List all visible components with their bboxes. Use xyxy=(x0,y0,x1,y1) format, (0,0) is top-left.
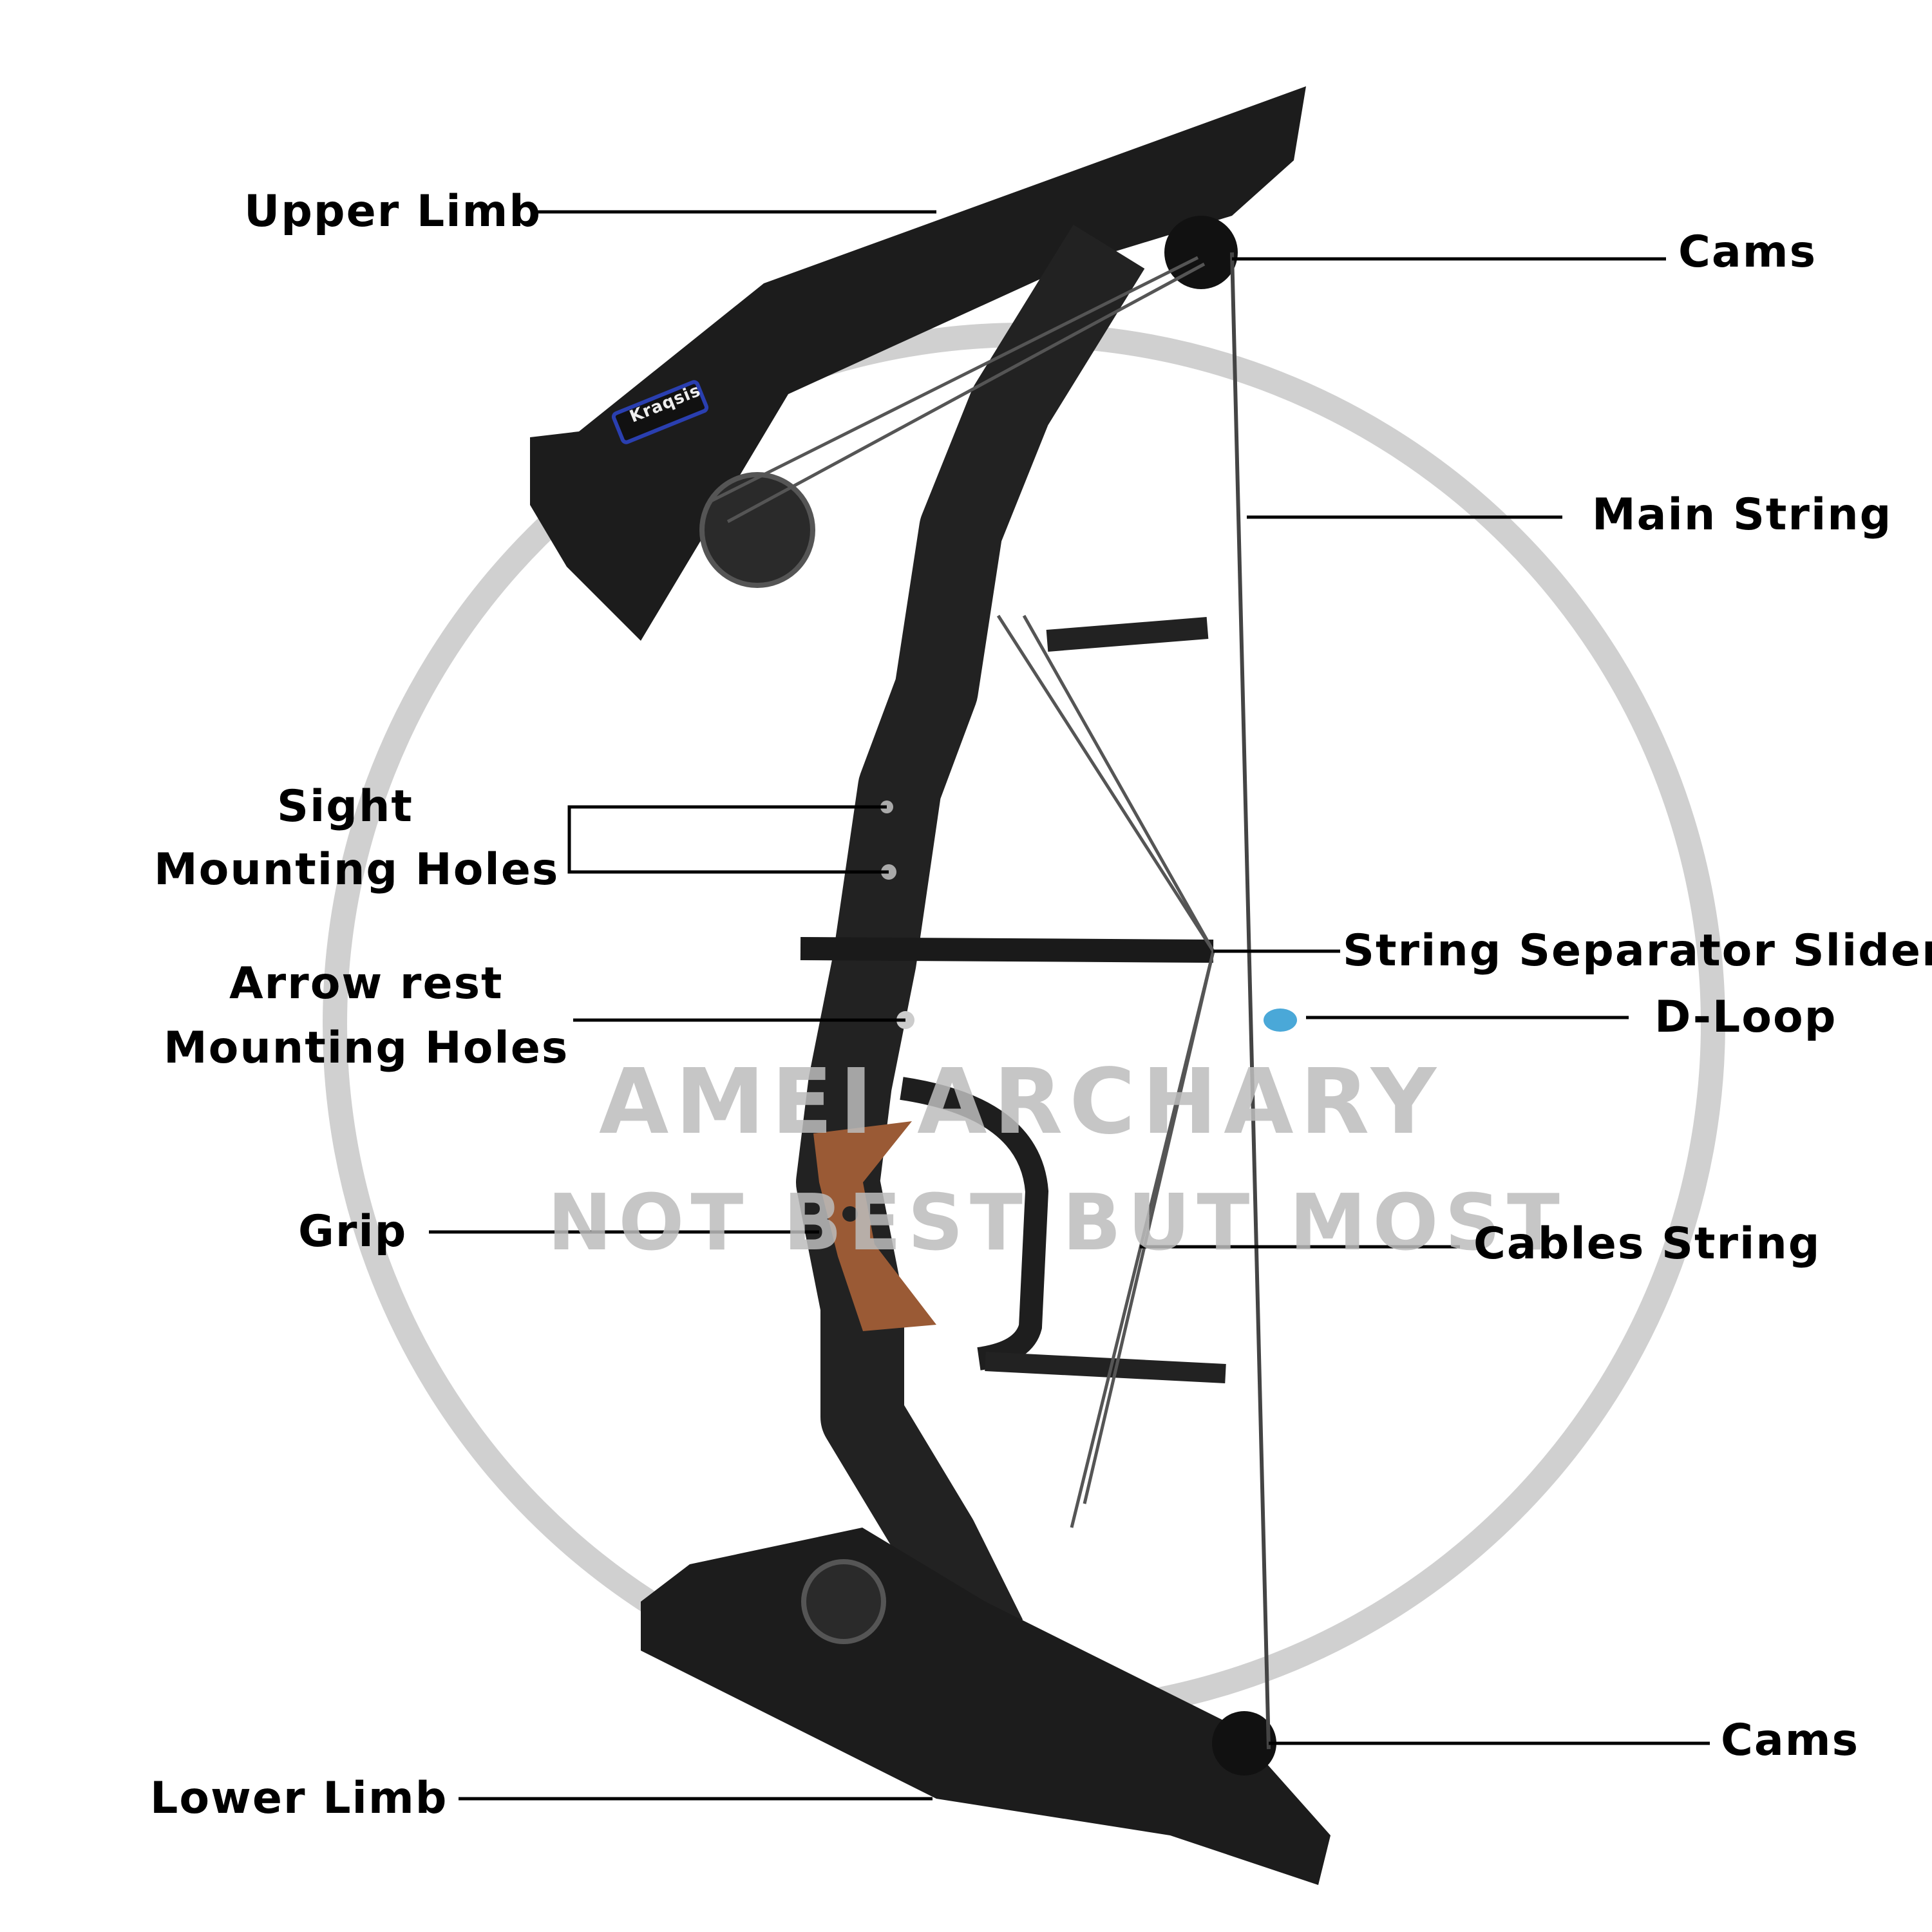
label-cables-string: Cables String xyxy=(1473,1218,1821,1269)
label-cams-bottom: Cams xyxy=(1721,1715,1860,1766)
label-d-loop: D-Loop xyxy=(1654,992,1837,1043)
label-string-separator: String Separator Slider xyxy=(1343,925,1932,976)
upper-stub xyxy=(1046,617,1209,652)
leader-lines xyxy=(429,210,1710,1801)
watermark-slogan: NOT BEST BUT MOST xyxy=(547,1179,1566,1268)
d-loop-icon xyxy=(1264,1009,1297,1032)
grip-frame xyxy=(900,1077,1049,1370)
label-sight-line2: Mounting Holes xyxy=(154,844,560,895)
string-separator-arm xyxy=(800,937,1214,963)
cables xyxy=(707,256,1215,1528)
upper-limb-shape xyxy=(530,86,1306,641)
lower-stub xyxy=(985,1352,1226,1383)
lower-cam xyxy=(1212,1711,1276,1776)
main-string xyxy=(1230,252,1271,1750)
lower-cam-inner xyxy=(801,1559,886,1644)
label-sight-line1: Sight xyxy=(277,781,413,832)
watermark-brand: AMEI ARCHARY xyxy=(599,1050,1443,1155)
label-grip: Grip xyxy=(298,1206,408,1257)
grip-screw-icon xyxy=(842,1206,858,1222)
upper-cam-inner xyxy=(699,472,815,588)
upper-cam xyxy=(1164,216,1238,289)
grip-wood xyxy=(813,1121,936,1331)
label-arrow-rest-line2: Mounting Holes xyxy=(164,1023,569,1074)
label-cams-top: Cams xyxy=(1678,227,1817,278)
label-lower-limb: Lower Limb xyxy=(150,1773,448,1824)
label-arrow-rest-line1: Arrow rest xyxy=(229,958,504,1009)
bow-logo xyxy=(611,380,709,444)
label-main-string: Main String xyxy=(1592,489,1893,540)
riser-shape xyxy=(796,224,1145,1657)
label-upper-limb: Upper Limb xyxy=(244,186,542,237)
